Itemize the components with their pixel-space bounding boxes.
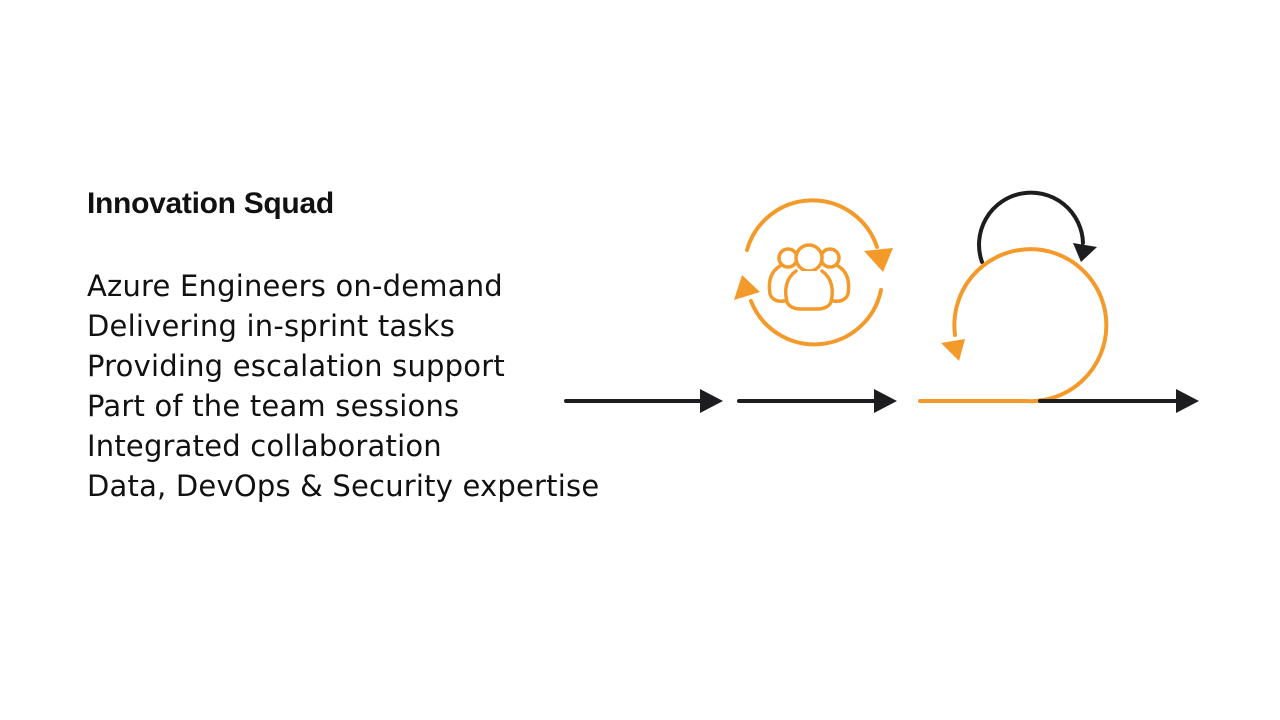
feature-list: Azure Engineers on-demand Delivering in-… bbox=[87, 266, 599, 506]
list-item: Providing escalation support bbox=[87, 349, 505, 383]
list-item: Delivering in-sprint tasks bbox=[87, 309, 455, 343]
arrow-right-icon bbox=[737, 389, 897, 413]
list-item: Integrated collaboration bbox=[87, 429, 442, 463]
list-item: Data, DevOps & Security expertise bbox=[87, 469, 600, 503]
loop-arrow-icon bbox=[918, 190, 1199, 413]
arrow-right-icon bbox=[564, 389, 723, 413]
list-item: Part of the team sessions bbox=[87, 389, 460, 423]
section-title: Innovation Squad bbox=[87, 187, 334, 220]
list-item: Azure Engineers on-demand bbox=[87, 269, 503, 303]
team-cycle-icon bbox=[734, 198, 893, 347]
